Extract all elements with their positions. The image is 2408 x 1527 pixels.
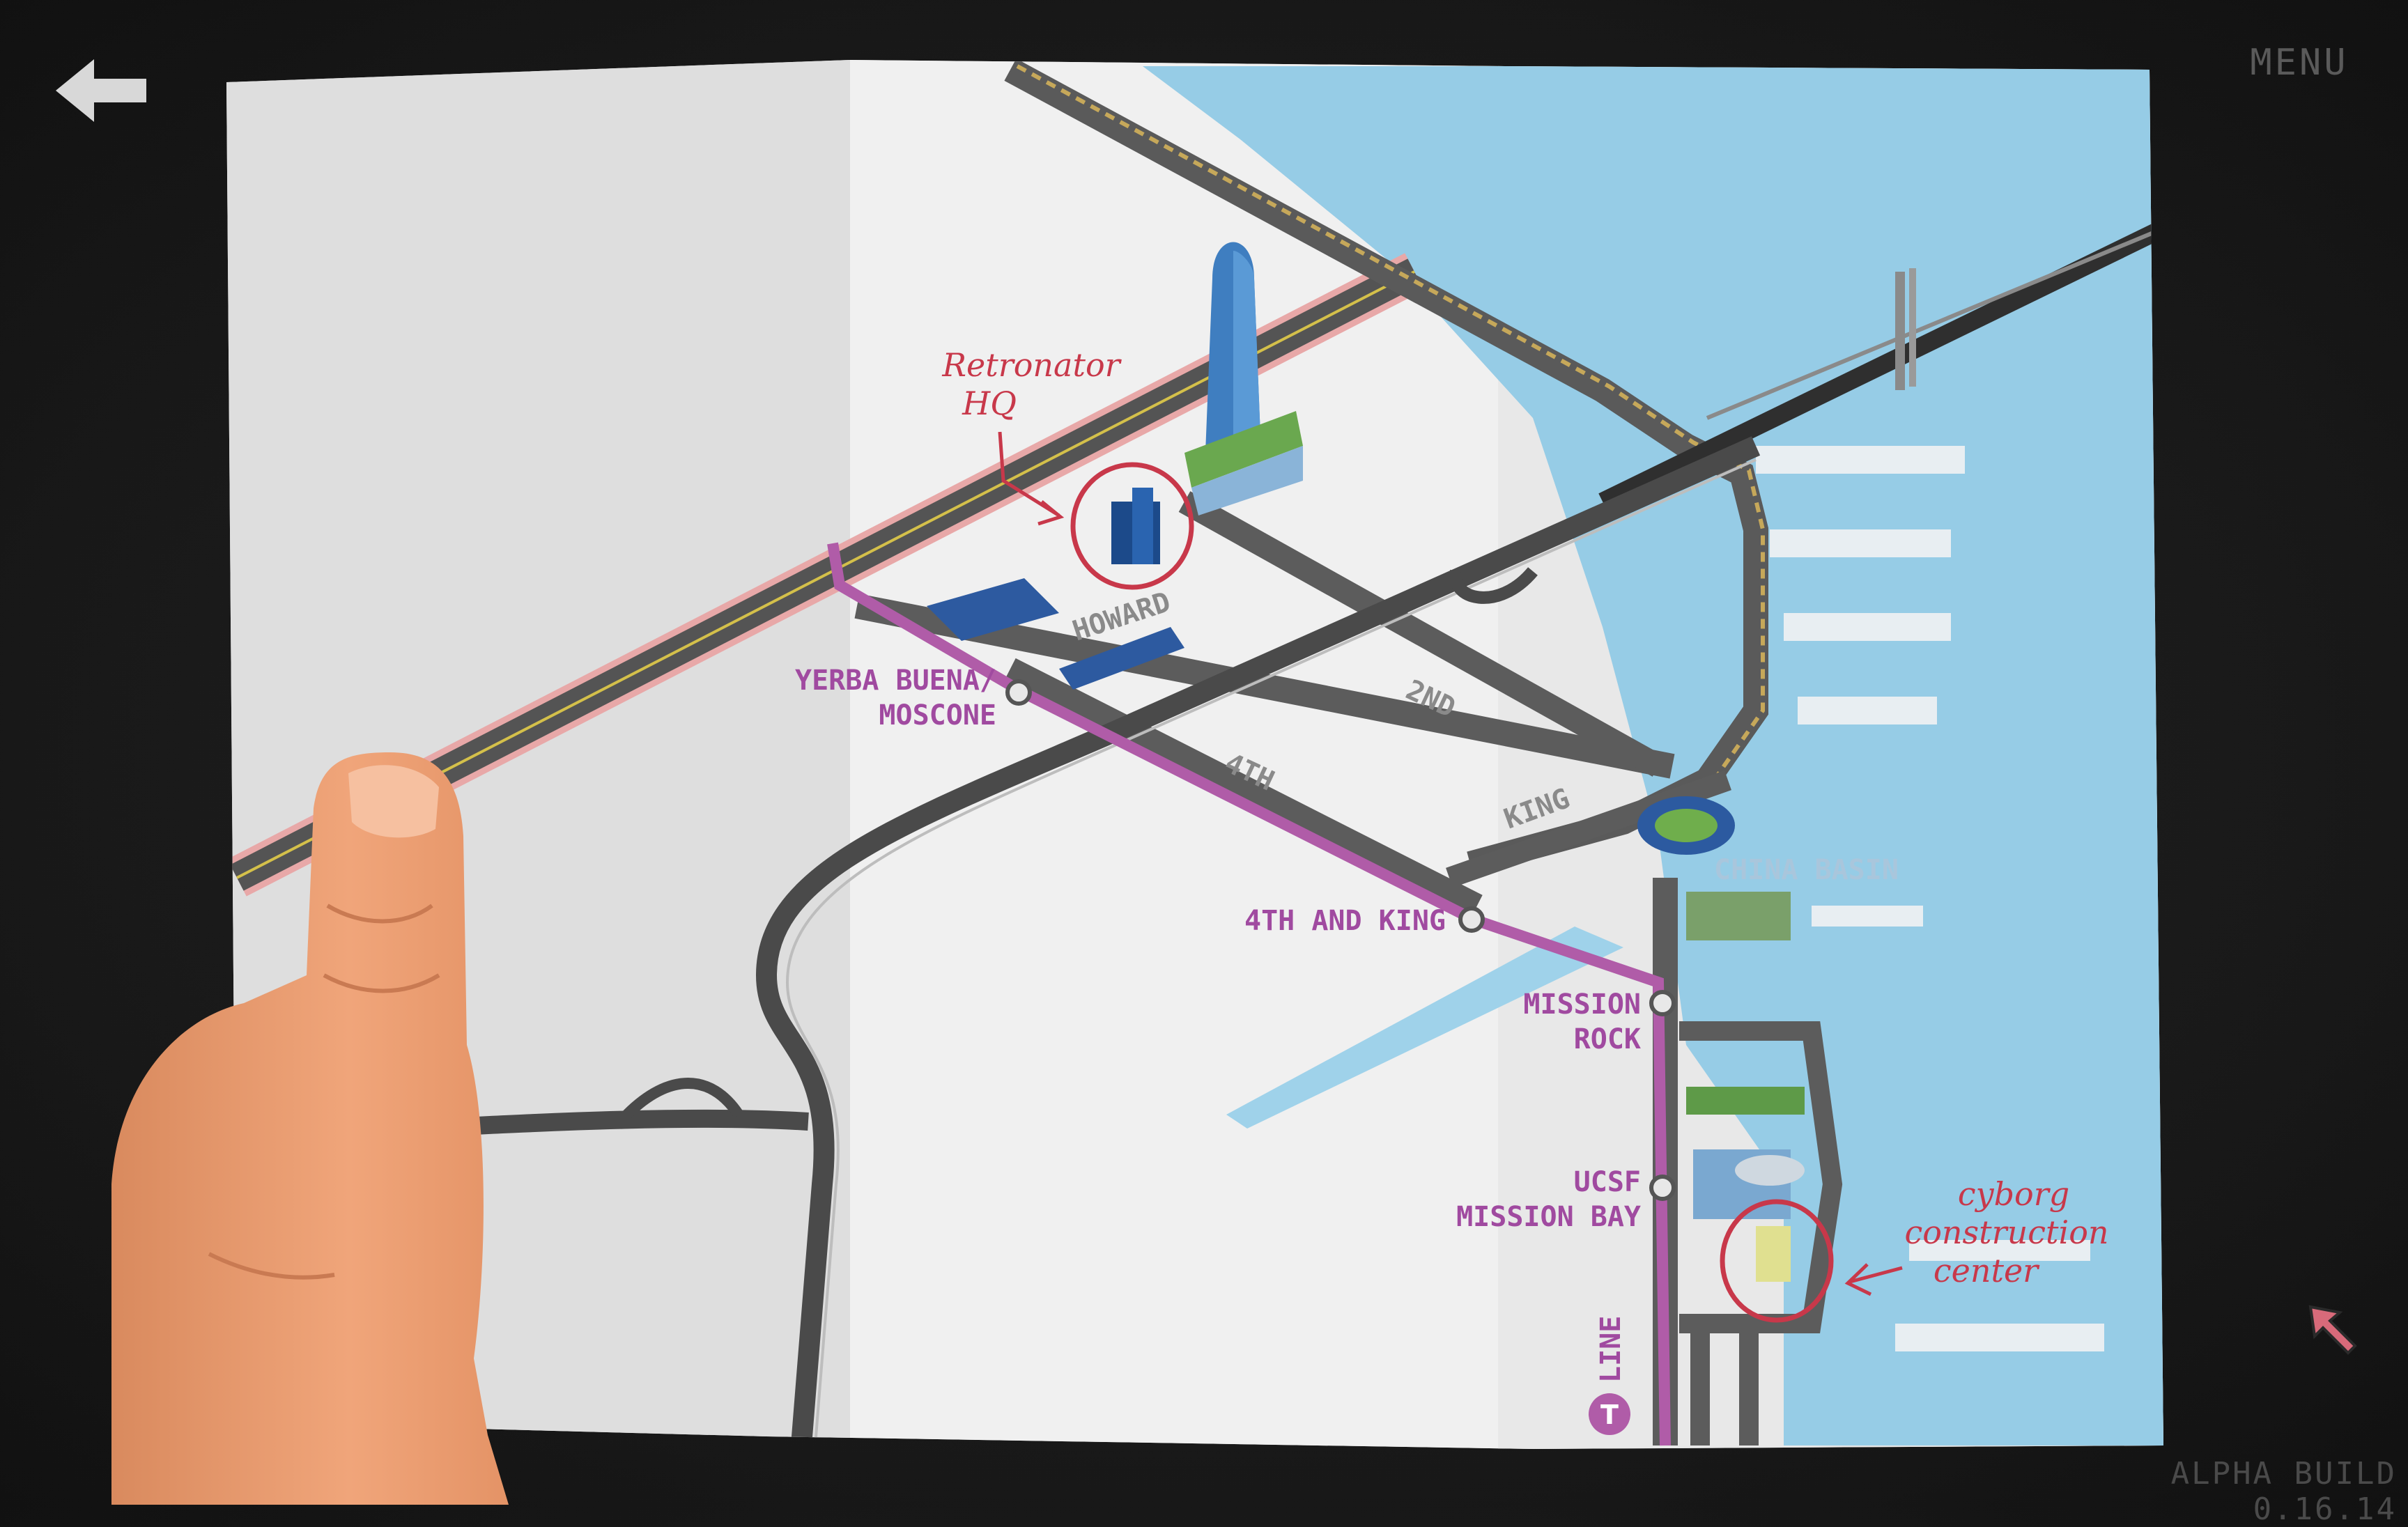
mission-bay-park bbox=[1686, 1087, 1805, 1115]
mission-bay-streets bbox=[1679, 1021, 1843, 1445]
note-retronator-hq: Retronator HQ bbox=[941, 346, 1122, 422]
muni-t-line bbox=[827, 542, 1671, 1446]
note-hq-arrow-icon bbox=[998, 431, 1065, 526]
transit-center bbox=[1184, 411, 1303, 516]
station-markers bbox=[1005, 679, 1676, 1201]
bay-bridge bbox=[1598, 222, 2163, 510]
muni-t-badge-icon bbox=[1589, 1393, 1630, 1435]
station-label-4th-king: 4TH AND KING bbox=[1244, 905, 1446, 937]
folded-map: HOWARD 2ND 4TH KING YERBA BUENA/ MOSCONE… bbox=[226, 60, 2163, 1449]
station-label-ucsf-1: UCSF bbox=[1574, 1166, 1641, 1198]
street-4th bbox=[1005, 658, 1483, 917]
station-yerba-buena[interactable] bbox=[1005, 679, 1032, 706]
back-button[interactable] bbox=[56, 56, 153, 125]
note-cyborg-center: cyborg construction center bbox=[1904, 1175, 2108, 1289]
station-label-mission-rock-1: MISSION bbox=[1523, 989, 1641, 1021]
china-basin-buildings bbox=[1686, 892, 1791, 940]
street-howard bbox=[854, 594, 1675, 779]
station-ucsf[interactable] bbox=[1649, 1175, 1676, 1201]
back-arrow-icon bbox=[56, 59, 146, 122]
menu-button[interactable]: MENU bbox=[2250, 42, 2349, 84]
muni-t-badge-letter: T bbox=[1600, 1400, 1619, 1430]
station-mission-rock[interactable] bbox=[1649, 990, 1676, 1016]
hand bbox=[111, 752, 509, 1505]
build-version-label: ALPHA BUILD 0.16.14 bbox=[2170, 1456, 2397, 1527]
salesforce-tower bbox=[1205, 242, 1261, 453]
note-hq-line1: Retronator bbox=[941, 346, 1122, 384]
street-2nd bbox=[1178, 491, 1665, 777]
retronator-hq-building[interactable] bbox=[1111, 488, 1160, 564]
district-label-china-basin: CHINA BASIN bbox=[1714, 854, 1899, 886]
freeway-280 bbox=[755, 436, 1761, 1447]
cursor-arrow-icon bbox=[2306, 1303, 2362, 1358]
note-cyborg-arrow-icon bbox=[1844, 1263, 1903, 1296]
note-cyborg-line2: construction bbox=[1904, 1214, 2108, 1251]
piers bbox=[1756, 446, 2104, 1351]
ballpark bbox=[1637, 796, 1735, 855]
note-cyborg-line3: center bbox=[1934, 1252, 2040, 1289]
note-hq-line2: HQ bbox=[962, 385, 1017, 422]
moscone-buildings bbox=[927, 578, 1184, 690]
station-label-yerba-buena-1: YERBA BUENA/ bbox=[795, 665, 996, 697]
cyborg-center-circle bbox=[1720, 1199, 1834, 1323]
note-cyborg-line1: cyborg bbox=[1958, 1175, 2069, 1213]
china-basin-water bbox=[1226, 927, 1623, 1129]
retronator-hq-circle bbox=[1070, 462, 1194, 590]
station-label-ucsf-2: MISSION BAY bbox=[1456, 1201, 1641, 1233]
station-label-mission-rock-2: ROCK bbox=[1574, 1023, 1641, 1055]
station-4th-and-king[interactable] bbox=[1458, 906, 1485, 933]
station-label-yerba-buena-2: MOSCONE bbox=[879, 699, 996, 731]
ucsf-buildings bbox=[1693, 1149, 1805, 1282]
muni-line-label: LINE bbox=[1595, 1316, 1627, 1383]
